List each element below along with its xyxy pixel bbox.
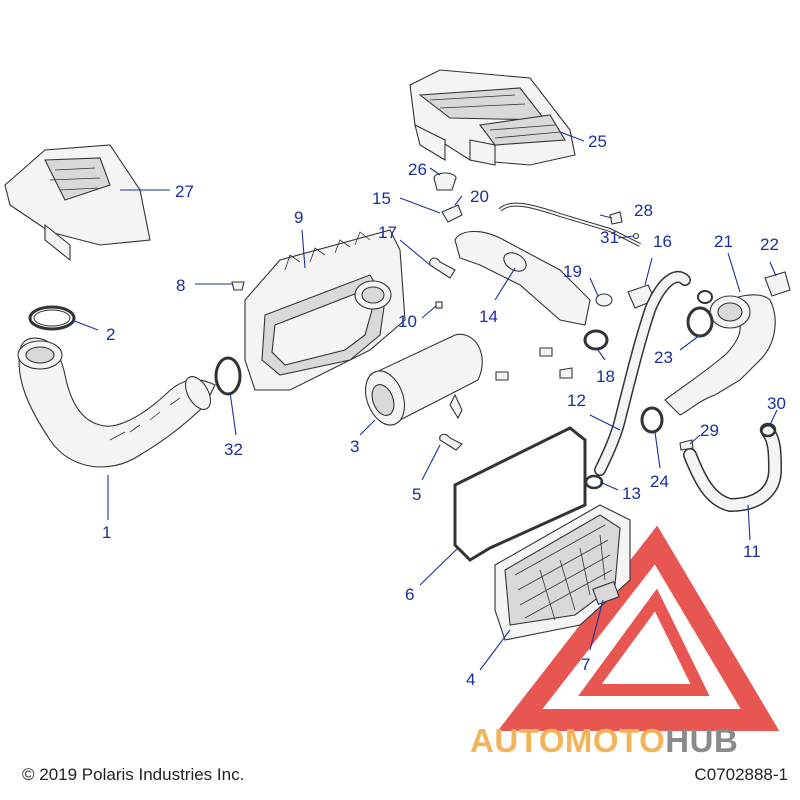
callout-3: 3 bbox=[350, 437, 359, 456]
part-2-clamp bbox=[28, 305, 76, 331]
callout-labels: 27 25 26 15 20 9 8 2 17 10 28 16 31 19 1… bbox=[102, 132, 786, 689]
part-18-19-clamps bbox=[583, 293, 613, 351]
copyright-text: © 2019 Polaris Industries Inc. bbox=[22, 765, 245, 784]
part-1-intake-duct bbox=[17, 337, 216, 468]
callout-16: 16 bbox=[653, 232, 672, 251]
callout-2: 2 bbox=[106, 325, 115, 344]
callout-23: 23 bbox=[654, 348, 673, 367]
watermark-brand: AUTOMOTOHUB bbox=[470, 722, 738, 760]
callout-10: 10 bbox=[398, 312, 417, 331]
callout-31: 31 bbox=[600, 228, 619, 247]
callout-17: 17 bbox=[378, 223, 397, 242]
callout-9: 9 bbox=[294, 208, 303, 227]
part-22-bracket bbox=[764, 271, 791, 297]
callout-4: 4 bbox=[466, 670, 475, 689]
part-9-airbox-housing bbox=[244, 229, 406, 391]
part-14-duct bbox=[441, 204, 591, 326]
callout-27: 27 bbox=[175, 182, 194, 201]
watermark-brand-part2: HUB bbox=[665, 722, 739, 759]
callout-11: 11 bbox=[743, 542, 761, 561]
part-8-screw bbox=[231, 281, 245, 291]
callout-21: 21 bbox=[714, 232, 733, 251]
callout-12: 12 bbox=[567, 391, 586, 410]
part-11-hose bbox=[679, 422, 783, 513]
part-21-23-24-hoses bbox=[640, 290, 776, 434]
callout-26: 26 bbox=[408, 160, 427, 179]
watermark-brand-part1: AUTOMOTO bbox=[470, 722, 666, 759]
drawing-number: C0702888-1 bbox=[694, 765, 788, 784]
callout-20: 20 bbox=[470, 187, 489, 206]
part-6-gasket bbox=[453, 426, 587, 562]
callout-13: 13 bbox=[622, 484, 641, 503]
callout-28: 28 bbox=[634, 201, 653, 220]
callout-30: 30 bbox=[767, 394, 786, 413]
part-4-airbox-base bbox=[494, 504, 631, 641]
callout-14: 14 bbox=[479, 307, 498, 326]
part-26-cap bbox=[433, 172, 457, 191]
callout-1: 1 bbox=[102, 523, 111, 542]
callout-22: 22 bbox=[760, 235, 779, 254]
part-3-air-filter bbox=[365, 333, 483, 426]
small-fasteners bbox=[429, 257, 573, 451]
callout-6: 6 bbox=[405, 585, 414, 604]
callout-24: 24 bbox=[650, 472, 669, 491]
part-27-airbox-cover-left bbox=[4, 144, 151, 262]
callout-15: 15 bbox=[372, 189, 391, 208]
callout-25: 25 bbox=[588, 132, 607, 151]
watermark-logo bbox=[497, 525, 780, 731]
callout-7: 7 bbox=[581, 655, 590, 674]
callout-19: 19 bbox=[563, 262, 582, 281]
part-12-hose bbox=[584, 270, 691, 490]
callout-8: 8 bbox=[176, 276, 185, 295]
callout-29: 29 bbox=[700, 421, 719, 440]
callout-32: 32 bbox=[224, 440, 243, 459]
part-25-intake-cover-top bbox=[409, 69, 576, 166]
leader-lines bbox=[71, 131, 778, 671]
callout-5: 5 bbox=[412, 485, 421, 504]
callout-18: 18 bbox=[596, 367, 615, 386]
part-32-clamp bbox=[214, 356, 242, 396]
